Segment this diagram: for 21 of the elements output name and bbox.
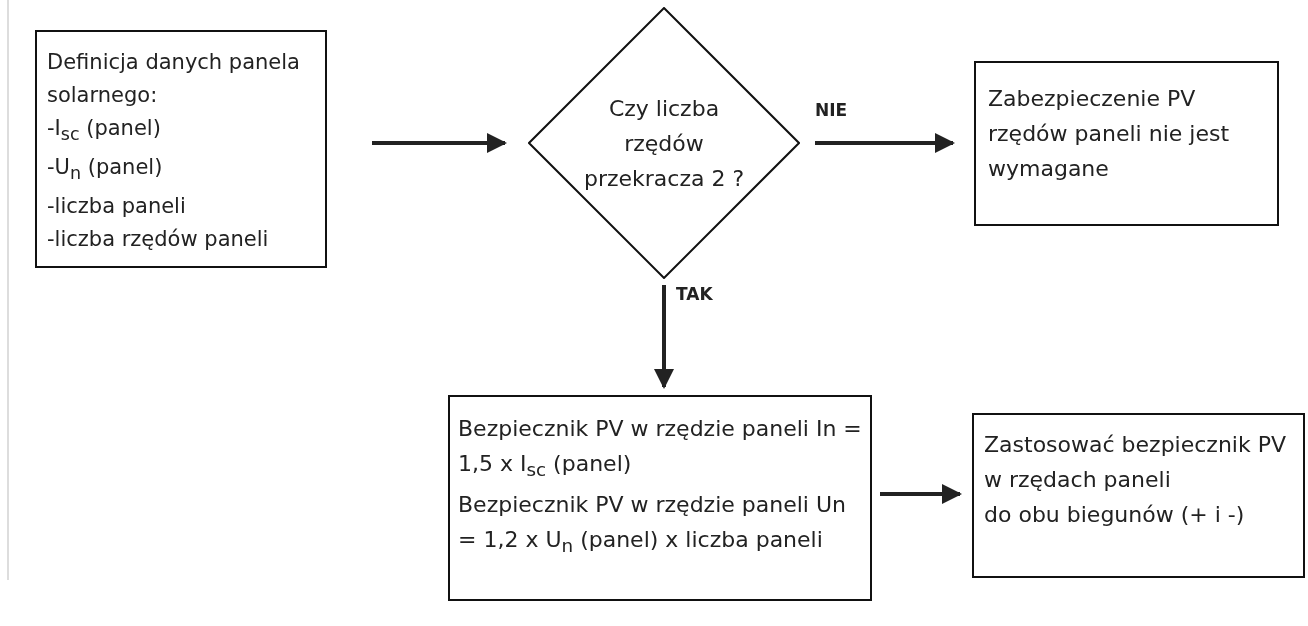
edge-label: TAK [676,284,713,304]
arrow [654,285,674,389]
arrow [372,133,507,153]
process-box [448,395,872,601]
decision-diamond [528,7,800,279]
process-box [974,61,1279,226]
node-text: Zabezpieczenie PV rzędów paneli nie jest wymagane [988,85,1230,183]
node-text: -liczba paneli [47,193,187,221]
node-text: -liczba rzędów paneli [47,226,270,254]
node-text: -I$_{sc}$ (panel) [47,115,162,147]
heading-text: Definicja danych panela solarnego: [47,49,301,109]
process-box [35,30,327,268]
edge-label: NIE [815,100,848,120]
node-text: Czy liczba rzędów przekracza 2 ? [582,94,746,193]
node-text: Bezpiecznik PV w rzędzie paneli In = 1,5 x I$_{sc}$ (panel) [458,415,862,483]
node-text: -U$_{n}$ (panel) [47,154,164,186]
node-text: do obu biegunów (+ i -) [984,501,1246,529]
arrow [880,484,962,504]
arrow [815,133,955,153]
process-box [972,413,1305,578]
node-text: Bezpiecznik PV w rzędzie paneli Un = 1,2 x U$_{n}$ (panel) x liczba paneli [458,491,847,559]
